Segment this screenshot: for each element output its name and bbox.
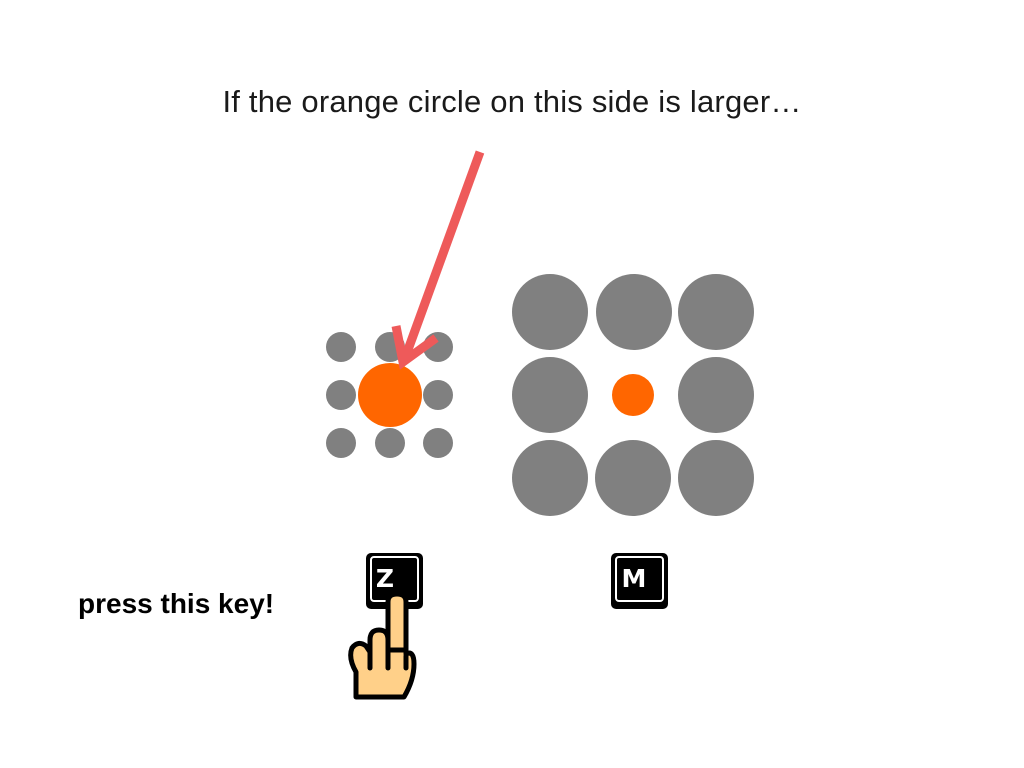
right-surround-circle [678,440,754,516]
left-target-circle [358,363,422,427]
pointing-hand-icon [348,591,417,700]
left-stimulus [326,332,453,458]
right-surround-circle [678,357,754,433]
press-key-label: press this key! [78,588,275,619]
right-target-circle [612,374,654,416]
keyboard-key-m-icon: M [611,553,668,609]
left-surround-circle [423,380,453,410]
instruction-text: If the orange circle on this side is lar… [222,84,802,119]
right-surround-circle [512,274,588,350]
keyboard-key-z-icon: Z [366,553,423,609]
left-surround-circle [375,428,405,458]
right-surround-circle [595,440,671,516]
right-surround-circle [512,440,588,516]
left-surround-circle [326,332,356,362]
left-surround-circle [326,380,356,410]
right-surround-circle [596,274,672,350]
left-surround-circle [326,428,356,458]
left-surround-circle [423,428,453,458]
key-m-label: M [622,564,647,593]
right-surround-circle [678,274,754,350]
key-z-label: Z [376,564,394,593]
arrow-pointer [391,150,485,370]
right-surround-circle [512,357,588,433]
right-stimulus [512,274,754,516]
